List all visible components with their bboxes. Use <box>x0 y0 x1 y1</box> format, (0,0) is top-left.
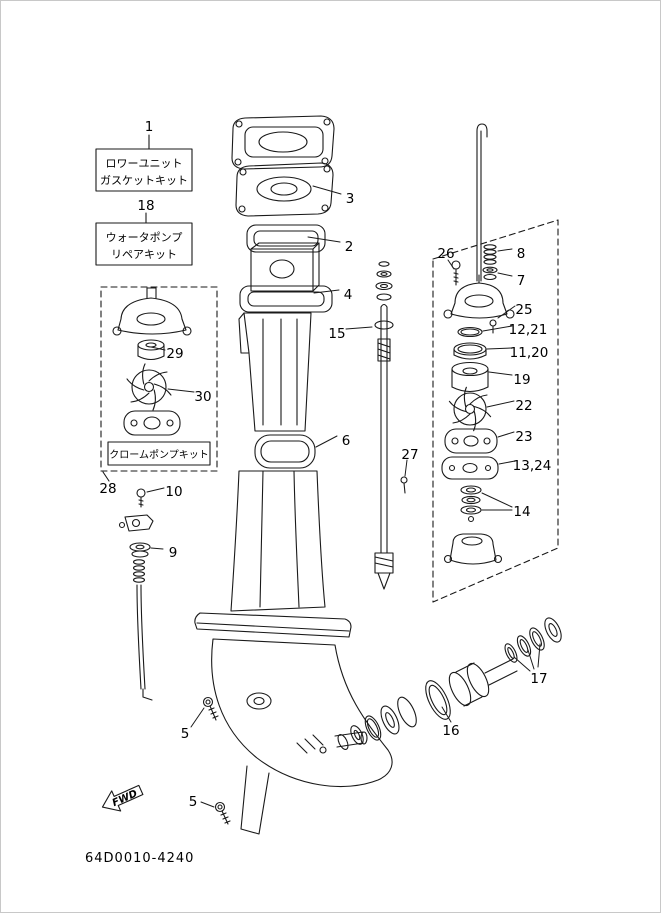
prop-shaft-assembly-drawing <box>319 617 562 754</box>
callout-3: 3 <box>346 191 355 207</box>
impeller-30-drawing <box>126 363 172 411</box>
repair-kit-label-line1: ウォータポンプ <box>106 231 183 244</box>
callout-19: 19 <box>513 372 530 388</box>
gasket-6-drawing <box>254 434 316 469</box>
leader-lines <box>146 185 541 808</box>
oring-12-21-drawing <box>457 326 483 338</box>
callout-16: 16 <box>442 723 459 739</box>
callout-18: 18 <box>137 198 154 214</box>
washers-7-drawing <box>482 266 498 281</box>
exhaust-plate-lower-drawing <box>235 162 334 217</box>
insert-cartridge-19-drawing <box>451 361 489 393</box>
bolt-10-drawing <box>136 488 146 508</box>
shift-cam-drawing <box>118 514 154 701</box>
callout-10: 10 <box>165 484 182 500</box>
diagram-code: 64D0010-4240 <box>85 851 194 866</box>
callout-5a: 5 <box>181 726 190 742</box>
pump-base-drawing <box>443 533 503 565</box>
chrome-pump-kit-box <box>100 286 218 482</box>
callout-27: 27 <box>401 447 418 463</box>
adapter-block-drawing <box>250 242 320 292</box>
callout-22: 22 <box>515 398 532 414</box>
callout-9: 9 <box>169 545 178 561</box>
exhaust-plate-upper-drawing <box>231 115 335 170</box>
callout-30: 30 <box>194 389 211 405</box>
callout-28: 28 <box>99 481 116 497</box>
seals-14-drawing <box>460 485 482 523</box>
spring-8-drawing <box>483 244 497 265</box>
chrome-pump-housing-drawing <box>112 287 192 336</box>
seal-29-drawing <box>137 339 165 361</box>
callout-4: 4 <box>344 287 353 303</box>
fwd-arrow <box>101 784 144 812</box>
chrome-pump-kit-label: クロームポンプキット <box>109 449 208 461</box>
callout-12-21: 12,21 <box>509 322 548 338</box>
callout-29: 29 <box>166 346 183 362</box>
pin-27-drawing <box>400 476 408 494</box>
repair-kit-label-line2: リペアキット <box>111 248 177 261</box>
upper-casing-drawing <box>238 312 312 432</box>
bolt-25-drawing <box>489 319 497 334</box>
callout-6: 6 <box>342 433 351 449</box>
callout-14: 14 <box>513 504 530 520</box>
bolt-5b-drawing <box>214 801 231 825</box>
water-pump-repair-kit-box <box>95 212 193 266</box>
lower-unit-gasket-kit-box <box>95 134 193 192</box>
cup-11-20-drawing <box>453 342 487 360</box>
shift-rod-drawing <box>476 123 488 282</box>
lower-unit-casing-drawing <box>194 470 393 835</box>
pump-housing-upper-drawing <box>443 274 515 319</box>
gasket-kit-label-line2: ガスケットキット <box>100 174 188 187</box>
chrome-kit-gasket-drawing <box>123 410 181 436</box>
plate-23-drawing <box>444 428 498 454</box>
callout-23: 23 <box>515 429 532 445</box>
gasket-kit-label-line1: ロワーユニット <box>106 157 183 170</box>
callout-2: 2 <box>345 239 354 255</box>
callout-11-20: 11,20 <box>510 345 549 361</box>
impeller-22-drawing <box>448 386 492 432</box>
gasket-4-drawing <box>239 285 333 313</box>
gasket-13-24-drawing <box>441 456 499 480</box>
bolt-5a-drawing <box>202 696 219 721</box>
callout-13-24: 13,24 <box>513 458 552 474</box>
callout-17: 17 <box>530 671 547 687</box>
callout-7: 7 <box>517 273 526 289</box>
driveshaft-drawing <box>374 261 394 590</box>
callout-26: 26 <box>437 246 454 262</box>
callout-25: 25 <box>515 302 532 318</box>
callout-5b: 5 <box>189 794 198 810</box>
callout-1: 1 <box>145 119 154 135</box>
callout-15: 15 <box>328 326 345 342</box>
bolt-26-drawing <box>451 260 461 286</box>
callout-8: 8 <box>517 246 526 262</box>
